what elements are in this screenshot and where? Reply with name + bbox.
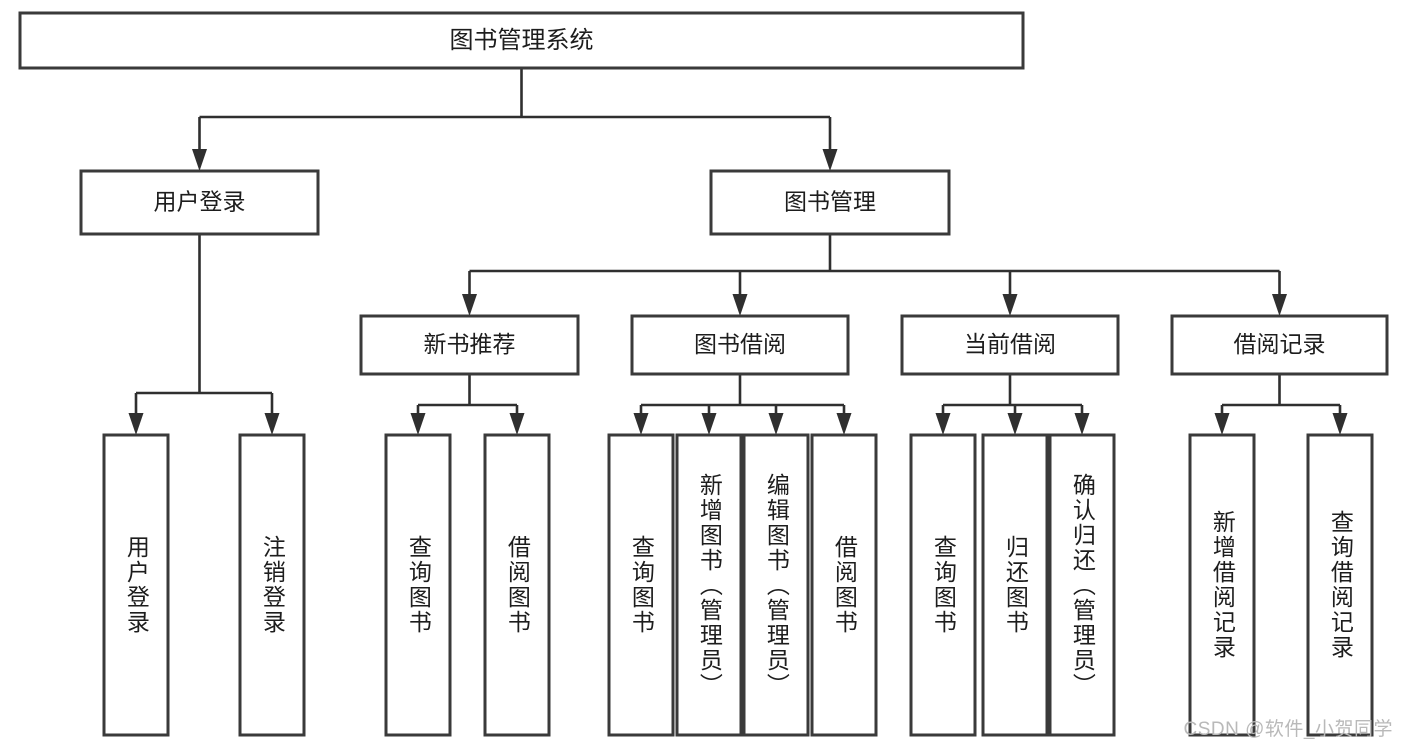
node-leaf-query-book-borrow[interactable]	[607, 433, 675, 737]
connector-edge-br-bus	[1214, 374, 1348, 435]
node-box-leaf-add-book-admin[interactable]	[675, 433, 743, 737]
arrow-head-icon	[1074, 413, 1090, 435]
node-box-leaf-borrow-book[interactable]	[810, 433, 878, 737]
node-label-user-login: 用户登录	[154, 189, 246, 215]
connector-edge-bm-bus	[462, 234, 1287, 316]
node-leaf-confirm-return-admin[interactable]	[1048, 433, 1116, 737]
node-root[interactable]: 图书管理系统	[18, 11, 1025, 70]
node-label-root: 图书管理系统	[450, 27, 594, 54]
node-book-borrow[interactable]: 图书借阅	[630, 314, 850, 376]
node-box-leaf-edit-book-admin[interactable]	[742, 433, 810, 737]
node-book-manage[interactable]: 图书管理	[709, 169, 951, 236]
arrow-head-icon	[701, 413, 717, 435]
node-leaf-return-book[interactable]	[981, 433, 1049, 737]
node-leaf-query-borrow-record[interactable]	[1306, 433, 1374, 737]
node-leaf-borrow-book-recommend[interactable]	[483, 433, 551, 737]
node-leaf-logout-login[interactable]	[238, 433, 306, 737]
connector-edge-ul-bus	[128, 234, 280, 435]
node-box-leaf-borrow-book-recommend[interactable]	[483, 433, 551, 737]
node-box-leaf-add-borrow-record[interactable]	[1188, 433, 1256, 737]
node-box-leaf-query-book-current[interactable]	[909, 433, 977, 737]
node-box-leaf-logout-login[interactable]	[238, 433, 306, 737]
node-box-leaf-query-book-borrow[interactable]	[607, 433, 675, 737]
arrow-head-icon	[768, 413, 784, 435]
arrow-head-icon	[509, 413, 525, 435]
node-leaf-user-login[interactable]	[102, 433, 170, 737]
node-box-new-book-recommend[interactable]	[359, 314, 580, 376]
node-box-root[interactable]	[18, 11, 1025, 70]
node-label-borrow-record: 借阅记录	[1234, 331, 1326, 357]
node-box-book-manage[interactable]	[709, 169, 951, 236]
node-label-book-borrow: 图书借阅	[694, 331, 786, 357]
arrow-head-icon	[462, 294, 477, 316]
arrow-head-icon	[128, 413, 144, 435]
node-box-leaf-confirm-return-admin[interactable]	[1048, 433, 1116, 737]
node-box-user-login[interactable]	[79, 169, 320, 236]
node-box-leaf-query-book-recommend[interactable]	[384, 433, 452, 737]
connector-layer	[128, 68, 1348, 435]
node-leaf-add-borrow-record[interactable]	[1188, 433, 1256, 737]
node-new-book-recommend[interactable]: 新书推荐	[359, 314, 580, 376]
node-box-leaf-query-borrow-record[interactable]	[1306, 433, 1374, 737]
node-box-book-borrow[interactable]	[630, 314, 850, 376]
node-box-leaf-return-book[interactable]	[981, 433, 1049, 737]
arrow-head-icon	[192, 149, 207, 171]
connector-edge-bb-bus	[633, 374, 852, 435]
node-leaf-add-book-admin[interactable]	[675, 433, 743, 737]
arrow-head-icon	[732, 294, 748, 316]
node-box-borrow-record[interactable]	[1170, 314, 1389, 376]
node-label-new-book-recommend: 新书推荐	[424, 331, 516, 357]
connector-edge-nbr-bus	[410, 374, 525, 435]
arrow-head-icon	[822, 149, 838, 171]
node-borrow-record[interactable]: 借阅记录	[1170, 314, 1389, 376]
arrow-head-icon	[836, 413, 852, 435]
watermark-text: CSDN @软件_小贺同学	[1183, 719, 1393, 740]
node-leaf-edit-book-admin[interactable]	[742, 433, 810, 737]
arrow-head-icon	[1214, 413, 1230, 435]
node-leaf-query-book-current[interactable]	[909, 433, 977, 737]
node-current-borrow[interactable]: 当前借阅	[900, 314, 1120, 376]
arrow-head-icon	[1272, 294, 1287, 316]
arrow-head-icon	[1002, 294, 1018, 316]
arrow-head-icon	[935, 413, 951, 435]
node-leaf-borrow-book[interactable]	[810, 433, 878, 737]
arrow-head-icon	[264, 413, 280, 435]
arrow-head-icon	[410, 413, 426, 435]
node-label-book-manage: 图书管理	[784, 189, 876, 215]
arrow-head-icon	[1007, 413, 1023, 435]
arrow-head-icon	[1332, 413, 1348, 435]
connector-edge-root-bus	[192, 68, 838, 171]
connector-edge-cb-bus	[935, 374, 1090, 435]
node-box-leaf-user-login[interactable]	[102, 433, 170, 737]
node-user-login[interactable]: 用户登录	[79, 169, 320, 236]
arrow-head-icon	[633, 413, 649, 435]
node-box-current-borrow[interactable]	[900, 314, 1120, 376]
node-label-current-borrow: 当前借阅	[964, 331, 1056, 357]
node-leaf-query-book-recommend[interactable]	[384, 433, 452, 737]
